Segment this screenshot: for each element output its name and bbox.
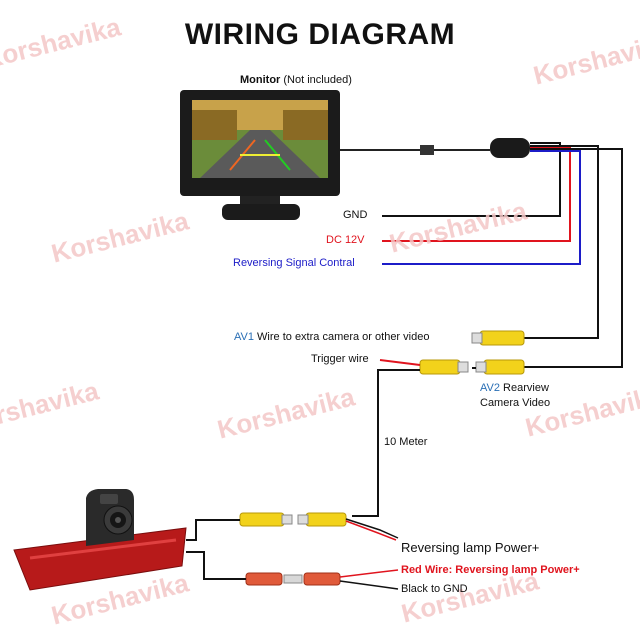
av1-prefix: AV1 (234, 331, 254, 343)
monitor-illustration (180, 90, 530, 220)
red-wire-label: Red Wire: Reversing lamp Power+ (401, 564, 580, 576)
av2-line1: Rearview (503, 382, 549, 394)
page-title: WIRING DIAGRAM (184, 18, 456, 51)
monitor-name: Monitor (240, 74, 281, 86)
av1-rca-connector (471, 330, 525, 346)
camera-leads (186, 518, 399, 590)
black-gnd-label: Black to GND (401, 583, 468, 595)
camera-rca-connectors (239, 512, 347, 527)
dc-12v-label: DC 12V (326, 234, 365, 246)
av1-text: Wire to extra camera or other video (257, 331, 430, 343)
av1-label: AV1 Wire to extra camera or other video (234, 331, 429, 343)
av2-rca-connector (475, 359, 525, 375)
monitor-label: Monitor (Not included) (240, 74, 352, 86)
gnd-label: GND (343, 209, 368, 221)
av2-line2: Camera Video (480, 397, 551, 409)
ten-meter-cable (352, 367, 476, 517)
cable-length-label: 10 Meter (384, 436, 428, 448)
av2-prefix: AV2 (480, 382, 500, 394)
reversing-signal-label: Reversing Signal Contral (233, 257, 355, 269)
trigger-rca-connector (419, 359, 469, 375)
trigger-red-lead (379, 359, 421, 366)
reversing-power-label: Reversing lamp Power+ (401, 540, 540, 555)
monitor-note: (Not included) (283, 74, 352, 86)
camera-power-connectors (245, 572, 341, 586)
trigger-wire-label: Trigger wire (311, 353, 369, 365)
camera-brake-light (13, 489, 187, 591)
power-signal-wires (382, 142, 623, 368)
av2-label: AV2 Rearview Camera Video (480, 381, 550, 411)
